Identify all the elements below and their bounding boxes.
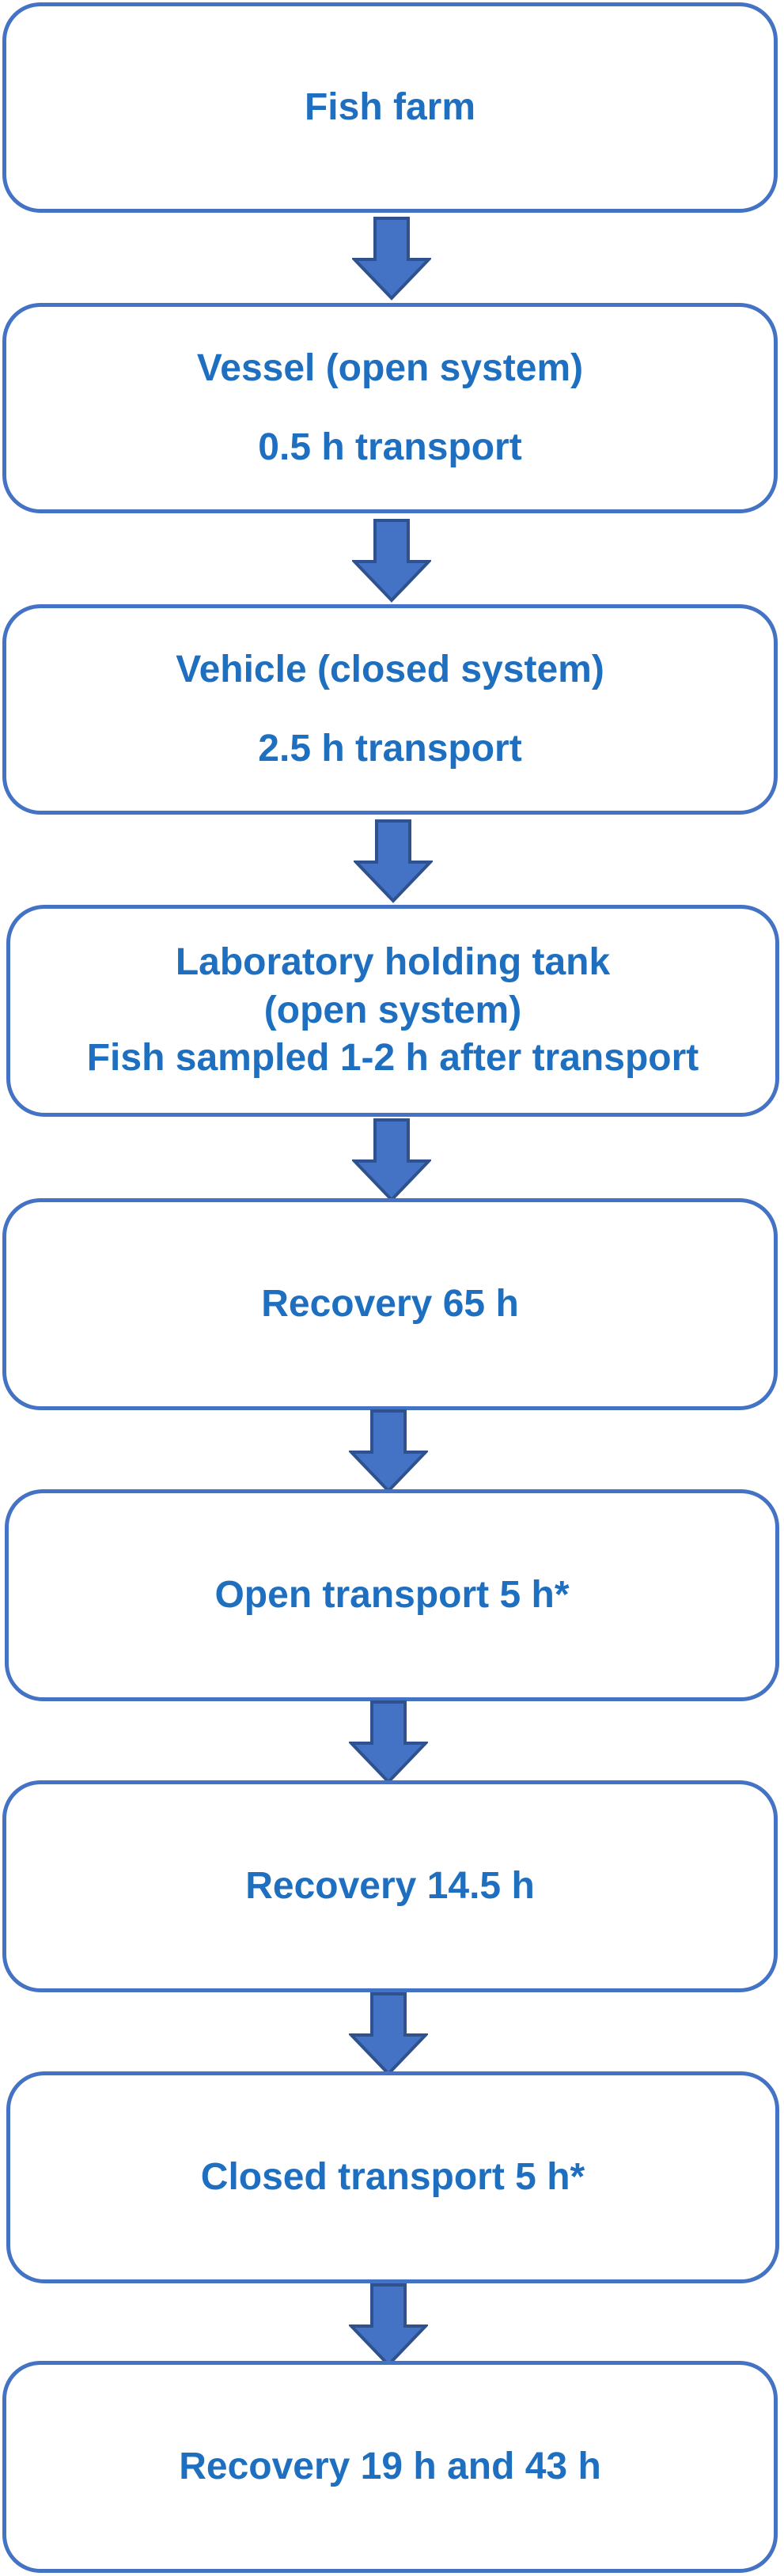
step-fish-farm: Fish farm xyxy=(2,2,778,213)
step-label: Vehicle (closed system) xyxy=(176,649,604,690)
step-detail: 2.5 h transport xyxy=(258,728,522,770)
step-detail: Fish sampled 1-2 h after transport xyxy=(86,1037,699,1080)
step-label: Recovery 14.5 h xyxy=(245,1865,535,1907)
down-arrow-icon xyxy=(349,2283,428,2367)
down-arrow-icon xyxy=(349,1409,428,1493)
step-closed-transport: Closed transport 5 h* xyxy=(6,2071,779,2283)
down-arrow-icon xyxy=(354,819,433,903)
down-arrow-icon xyxy=(352,217,431,301)
step-recovery-65h: Recovery 65 h xyxy=(2,1198,778,1410)
step-label: Closed transport 5 h* xyxy=(200,2156,585,2198)
step-detail: 0.5 h transport xyxy=(258,426,522,468)
step-label: Fish farm xyxy=(304,86,476,128)
step-label: Recovery 19 h and 43 h xyxy=(179,2445,601,2487)
step-laboratory-holding-tank: Laboratory holding tank (open system) Fi… xyxy=(6,905,779,1117)
step-label: Recovery 65 h xyxy=(261,1283,519,1325)
step-recovery-19h-43h: Recovery 19 h and 43 h xyxy=(2,2361,778,2573)
step-label: Vessel (open system) xyxy=(196,347,584,389)
down-arrow-icon xyxy=(352,1118,431,1202)
down-arrow-icon xyxy=(349,1700,428,1784)
down-arrow-icon xyxy=(349,1992,428,2076)
step-label: Open transport 5 h* xyxy=(214,1574,570,1616)
step-label: Laboratory holding tank xyxy=(175,941,611,984)
step-vehicle: Vehicle (closed system) 2.5 h transport xyxy=(2,604,778,815)
step-open-transport: Open transport 5 h* xyxy=(5,1489,779,1701)
step-detail: (open system) xyxy=(263,989,522,1031)
down-arrow-icon xyxy=(352,519,431,603)
step-recovery-14-5h: Recovery 14.5 h xyxy=(2,1780,778,1992)
step-vessel: Vessel (open system) 0.5 h transport xyxy=(2,303,778,513)
